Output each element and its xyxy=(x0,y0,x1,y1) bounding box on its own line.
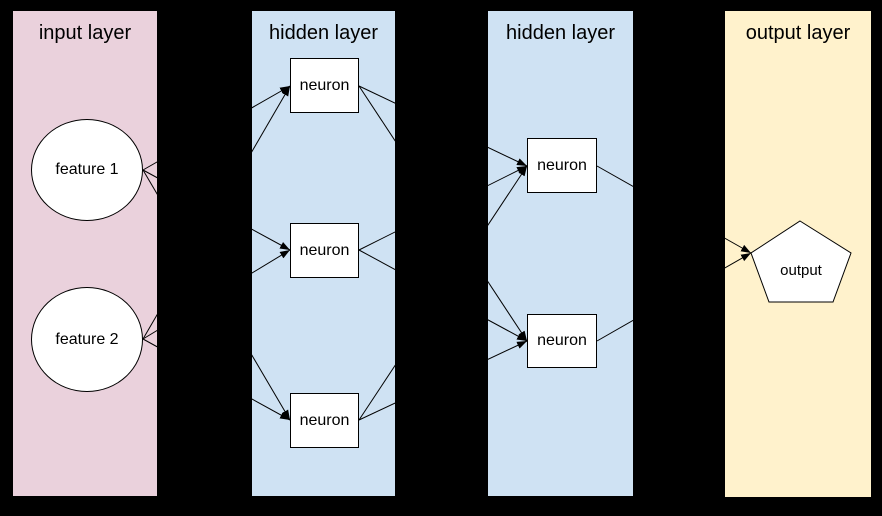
connection-feature1-to-h1n1 xyxy=(142,85,291,171)
node-hidden2-neuron-1-label: neuron xyxy=(537,156,587,174)
node-hidden1-neuron-2-label: neuron xyxy=(299,241,350,259)
node-feature-1-label: feature 1 xyxy=(55,161,119,178)
connection-feature2-to-h1n1 xyxy=(142,85,291,340)
input-layer-panel: input layer xyxy=(13,11,157,496)
node-feature-1: feature 1 xyxy=(31,119,143,221)
output-layer-title: output layer xyxy=(745,22,851,44)
connection-h2n2-to-output xyxy=(596,252,752,342)
node-hidden1-neuron-2: neuron xyxy=(290,223,359,278)
connection-h1n2-to-h2n2 xyxy=(358,249,528,342)
connection-h1n3-to-h2n2 xyxy=(358,340,528,421)
hidden-layer-1-title: hidden layer xyxy=(269,22,378,44)
node-feature-2: feature 2 xyxy=(31,287,143,392)
node-output-label: output xyxy=(780,262,822,279)
connection-h1n1-to-h2n2 xyxy=(358,85,528,342)
connection-h1n3-to-h2n1 xyxy=(358,165,528,421)
connection-h2n1-to-output xyxy=(596,165,752,254)
connection-feature2-to-h1n2 xyxy=(142,249,291,340)
hidden-layer-2-panel: hidden layer xyxy=(488,11,633,496)
connection-h1n2-to-h2n1 xyxy=(358,165,528,251)
connection-feature1-to-h1n2 xyxy=(142,169,291,251)
node-hidden2-neuron-2: neuron xyxy=(527,314,597,368)
node-hidden1-neuron-3-label: neuron xyxy=(299,411,350,429)
node-hidden1-neuron-1-label: neuron xyxy=(299,76,350,94)
connection-feature2-to-h1n3 xyxy=(142,338,291,421)
node-feature-2-label: feature 2 xyxy=(55,330,119,348)
node-hidden1-neuron-3: neuron xyxy=(290,393,359,448)
node-output-pentagon xyxy=(750,220,852,303)
connection-h1n1-to-h2n1 xyxy=(358,85,528,167)
node-hidden1-neuron-1: neuron xyxy=(290,58,359,113)
node-hidden2-neuron-2-label: neuron xyxy=(537,332,587,349)
pentagon-shape xyxy=(750,220,852,303)
node-hidden2-neuron-1: neuron xyxy=(527,138,597,193)
input-layer-title: input layer xyxy=(38,22,132,44)
hidden-layer-2-title: hidden layer xyxy=(506,22,615,44)
